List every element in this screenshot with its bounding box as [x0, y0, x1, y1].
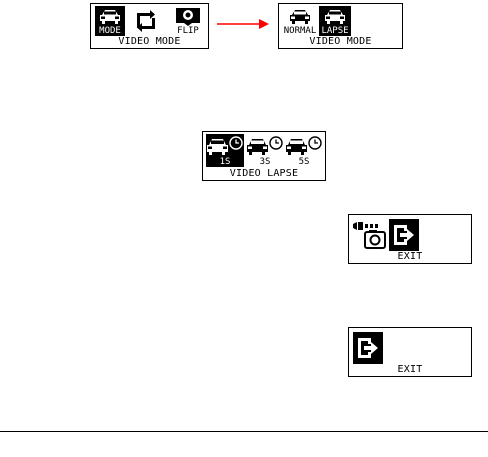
flip-icon	[174, 6, 202, 26]
exit-screen: EXIT	[348, 327, 472, 377]
screen-caption: VIDEO LAPSE	[203, 168, 325, 180]
car-icon	[98, 8, 122, 24]
exit-icon	[355, 335, 381, 361]
car-icon	[288, 8, 312, 24]
car-icon	[323, 8, 347, 24]
lapse-1s-label: 1S	[206, 157, 244, 167]
car-clock-icon	[285, 136, 323, 156]
mode-menu-item[interactable]: MODE	[95, 6, 125, 36]
lapse-1s-menu-item[interactable]: 1S	[206, 134, 244, 167]
lapse-5s-label: 5S	[285, 157, 323, 167]
normal-label: NORMAL	[283, 26, 317, 36]
transition-arrow	[217, 18, 269, 30]
flip-menu-item[interactable]: FLIP	[173, 6, 203, 36]
lapse-menu-item[interactable]: LAPSE	[319, 6, 351, 36]
rotate-arrows-icon	[133, 8, 159, 34]
flip-label: FLIP	[173, 26, 203, 36]
lapse-5s-menu-item[interactable]: 5S	[285, 134, 323, 167]
arrow-right-icon	[217, 18, 269, 30]
lapse-3s-menu-item[interactable]: 3S	[246, 134, 284, 167]
exit-screen-with-camera: EXIT	[348, 214, 472, 264]
screen-caption: VIDEO MODE	[279, 36, 402, 48]
video-lapse-screen: 1S 3S 5S VIDEO LAPSE	[202, 131, 326, 181]
normal-menu-item[interactable]: NORMAL	[283, 6, 317, 36]
lapse-3s-label: 3S	[246, 157, 284, 167]
screen-caption: EXIT	[349, 364, 471, 376]
video-mode-lapse-screen: NORMAL LAPSE VIDEO MODE	[278, 3, 403, 49]
screen-caption: EXIT	[349, 251, 471, 263]
car-clock-icon	[206, 136, 244, 156]
page-divider	[0, 431, 488, 432]
car-clock-icon	[246, 136, 284, 156]
rotate-menu-item[interactable]	[131, 6, 161, 36]
mode-label: MODE	[95, 26, 125, 36]
exit-menu-item[interactable]	[389, 219, 419, 251]
lapse-label: LAPSE	[319, 26, 351, 36]
exit-menu-item[interactable]	[353, 332, 383, 364]
video-mode-screen: MODE FLIP VIDEO MODE	[90, 3, 209, 49]
video-camera-icon	[353, 220, 387, 250]
screen-caption: VIDEO MODE	[91, 36, 208, 48]
exit-icon	[391, 222, 417, 248]
video-camera-menu-item[interactable]	[353, 219, 387, 251]
